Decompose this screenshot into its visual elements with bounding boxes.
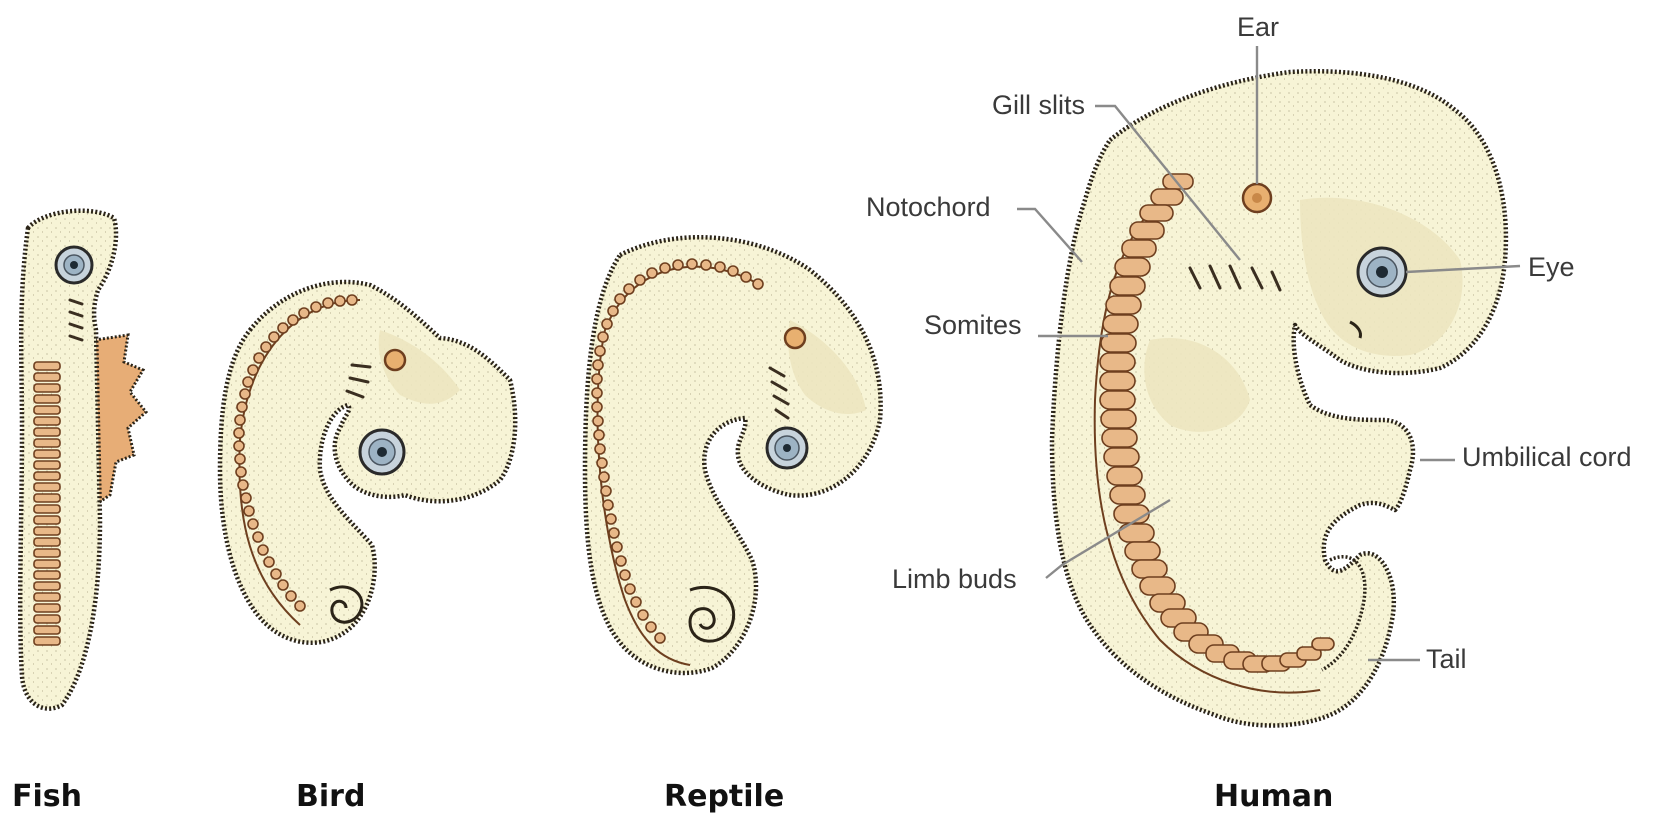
bird-label: Bird xyxy=(296,779,365,814)
bird-ear xyxy=(385,350,405,370)
fish-label: Fish xyxy=(12,779,82,814)
bird-embryo xyxy=(220,282,515,643)
species-labels: Fish Bird Reptile Human xyxy=(12,779,1333,814)
gill-slits-label: Gill slits xyxy=(992,90,1085,120)
ear-label: Ear xyxy=(1237,12,1279,42)
human-eye-icon xyxy=(1358,248,1406,296)
reptile-embryo xyxy=(585,237,881,673)
limb-buds-label: Limb buds xyxy=(892,564,1017,594)
notochord-label: Notochord xyxy=(866,192,991,222)
reptile-label: Reptile xyxy=(664,779,784,814)
fish-fin xyxy=(95,335,146,505)
human-ear-center xyxy=(1252,193,1262,203)
human-label: Human xyxy=(1214,779,1333,814)
bird-eye-icon xyxy=(360,430,404,474)
umbilical-cord-label: Umbilical cord xyxy=(1462,442,1632,472)
reptile-eye-icon xyxy=(767,428,807,468)
fish-embryo xyxy=(20,211,146,709)
tail-label: Tail xyxy=(1426,644,1467,674)
reptile-ear xyxy=(785,328,805,348)
eye-label: Eye xyxy=(1528,252,1575,282)
somites-label: Somites xyxy=(924,310,1022,340)
human-embryo xyxy=(1052,71,1506,725)
fish-eye-icon xyxy=(56,247,92,283)
